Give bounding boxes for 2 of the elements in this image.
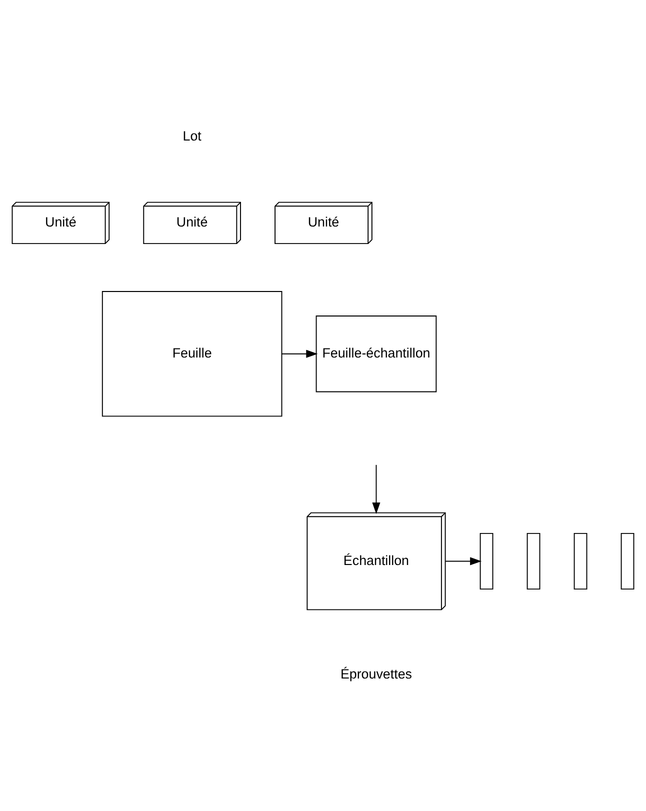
label: Lot bbox=[182, 128, 202, 144]
label: Éprouvettes bbox=[340, 666, 412, 681]
